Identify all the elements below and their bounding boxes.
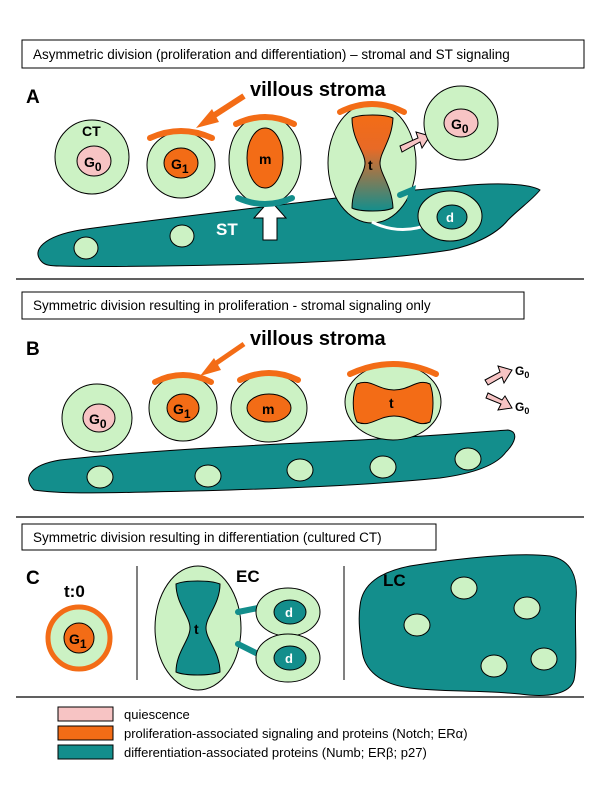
st-nucleus — [286, 458, 314, 482]
svg-text:G1: G1 — [69, 631, 87, 651]
panel-a-syncytiotrophoblast — [37, 183, 541, 267]
t-label: t — [194, 621, 199, 637]
panel-c-title: Symmetric division resulting in differen… — [33, 530, 382, 545]
panel-c-letter: C — [26, 568, 40, 589]
g1-label: G — [173, 401, 184, 417]
panel-b-letter: B — [26, 339, 40, 360]
ec-label: EC — [236, 567, 260, 586]
svg-text:G1: G1 — [173, 401, 191, 421]
differentiation-signal-link — [235, 605, 261, 615]
panel-b-to-g0-arrow — [484, 365, 513, 386]
proliferation-signal-arc — [147, 128, 215, 141]
d-label: d — [285, 605, 293, 620]
differentiated-nucleus — [273, 599, 307, 625]
proliferation-signal-arc — [337, 101, 407, 115]
panel-a-letter: A — [26, 87, 40, 108]
panel-b: Symmetric division resulting in prolifer… — [21, 291, 529, 494]
quiescent-nucleus — [82, 403, 116, 433]
svg-text:G0: G0 — [84, 154, 102, 174]
syncytial-nucleus — [530, 647, 558, 671]
panel-b-to-g0-arrow — [485, 392, 513, 411]
svg-text:G0: G0 — [89, 411, 107, 431]
panel-a: Asymmetric division (proliferation and d… — [21, 39, 585, 267]
quiescent-nucleus — [76, 145, 112, 177]
g1-label: G — [69, 631, 80, 647]
lc-label: LC — [383, 571, 406, 590]
legend-swatch-proliferation — [57, 725, 114, 741]
st-nucleus — [194, 464, 222, 488]
syncytial-nucleus — [480, 654, 508, 678]
panel-b-signal-arrow — [200, 341, 246, 376]
syncytial-nucleus — [403, 613, 431, 637]
panel-a-to-g0-arrow — [399, 131, 431, 153]
legend-swatch-quiescence — [57, 706, 114, 722]
panel-b-stroma-label: villous stroma — [250, 328, 386, 350]
st-nucleus — [369, 455, 397, 479]
panel-a-signal-arrow — [196, 93, 246, 128]
proliferation-signal-arc — [152, 372, 214, 385]
proliferating-nucleus — [166, 393, 200, 423]
svg-text:G0: G0 — [515, 364, 529, 380]
proliferation-signal-arc — [347, 361, 439, 377]
svg-text:G1: G1 — [171, 156, 189, 176]
syncytial-nucleus — [450, 576, 478, 600]
differentiation-signal-arc — [397, 185, 417, 203]
st-nucleus — [454, 447, 482, 471]
panel-c-title-box — [21, 523, 437, 551]
svg-text:G0: G0 — [451, 116, 469, 136]
telophase-nucleus — [352, 381, 434, 425]
proliferating-nucleus — [63, 622, 95, 654]
panel-a-title-box — [21, 39, 585, 69]
m-label: m — [262, 401, 274, 417]
syncytial-nucleus — [513, 596, 541, 620]
t-label: t — [368, 157, 373, 173]
telophase-nucleus — [175, 580, 221, 676]
legend-label: quiescence — [124, 707, 190, 722]
g0-label: G — [84, 154, 95, 170]
g0-label: G — [515, 400, 524, 414]
m-label: m — [259, 151, 271, 167]
proliferation-signal-ring — [45, 604, 113, 672]
proliferating-nucleus — [163, 147, 199, 179]
panel-a-title: Asymmetric division (proliferation and d… — [33, 47, 510, 62]
g0-label: G — [451, 116, 462, 132]
panel-b-syncytiotrophoblast — [28, 429, 516, 494]
lc-syncytium — [358, 554, 577, 696]
st-nucleus — [86, 465, 114, 489]
differentiated-nucleus — [273, 645, 307, 671]
panel-a-st-signal-arrow — [252, 199, 288, 241]
g0-label: G — [515, 364, 524, 378]
g1-label: G — [171, 156, 182, 172]
telophase-nucleus — [351, 114, 394, 212]
legend-label: proliferation-associated signaling and p… — [124, 726, 468, 741]
panel-a-st-label: ST — [216, 220, 238, 239]
panel-b-title-box — [21, 291, 525, 320]
d-label: d — [446, 210, 454, 225]
svg-text:G0: G0 — [515, 400, 529, 416]
d-label: d — [285, 651, 293, 666]
t-label: t — [389, 395, 394, 411]
ct-label: CT — [82, 123, 101, 139]
panel-a-stroma-label: villous stroma — [250, 79, 386, 101]
legend: quiescence proliferation-associated sign… — [57, 706, 468, 760]
proliferation-signal-arc — [233, 114, 297, 127]
differentiation-signal-arc — [235, 195, 295, 207]
differentiation-signal-link — [235, 641, 261, 657]
st-nucleus — [73, 236, 99, 260]
g0-label: G — [89, 411, 100, 427]
mitotic-nucleus — [246, 127, 284, 189]
quiescent-nucleus — [443, 108, 479, 138]
panel-b-title: Symmetric division resulting in prolifer… — [33, 298, 431, 313]
legend-label: differentiation-associated proteins (Num… — [124, 745, 427, 760]
mitotic-nucleus — [246, 393, 292, 423]
st-nucleus — [169, 224, 195, 248]
t0-label: t:0 — [64, 582, 85, 601]
legend-swatch-differentiation — [57, 744, 114, 760]
panel-c: Symmetric division resulting in differen… — [21, 523, 577, 696]
proliferation-signal-arc — [237, 370, 301, 383]
differentiated-nucleus — [436, 204, 468, 230]
